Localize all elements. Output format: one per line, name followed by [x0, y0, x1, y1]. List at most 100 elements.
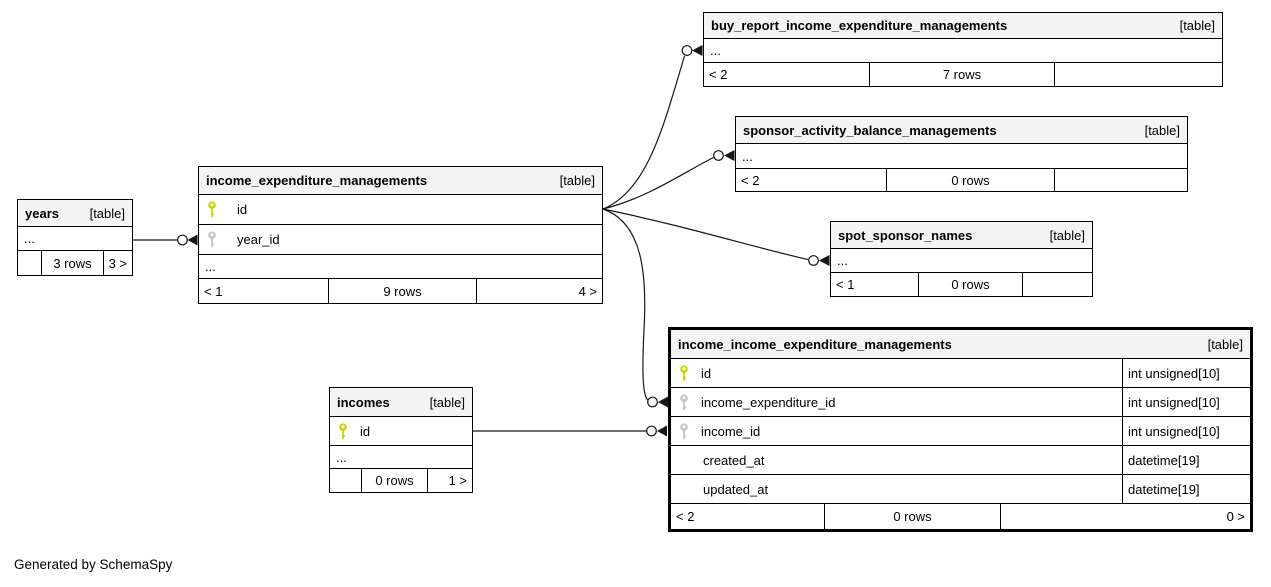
table-node-sponsor-activity-balance-managements[interactable]: sponsor_activity_balance_managements [ta…	[735, 116, 1188, 192]
column-name: updated_at	[703, 481, 769, 497]
footer-children	[1054, 169, 1187, 191]
column-name: ...	[336, 449, 347, 465]
column-name: income_expenditure_id	[701, 394, 836, 410]
footer-rowcount: 0 rows	[886, 169, 1054, 191]
column-row-ellipsis: ...	[330, 446, 472, 469]
footer-rowcount: 0 rows	[918, 273, 1022, 296]
footer-rowcount: 9 rows	[328, 279, 476, 303]
footer-children	[1054, 63, 1222, 86]
footer-parents: < 2	[676, 509, 695, 524]
table-footer: 0 rows 1 >	[330, 469, 472, 492]
column-row-ellipsis: ...	[704, 39, 1222, 63]
fk-iem-to-buy-report	[602, 45, 703, 210]
table-name: buy_report_income_expenditure_management…	[711, 18, 1008, 33]
generated-by-note: Generated by SchemaSpy	[14, 557, 173, 572]
column-name: ...	[710, 43, 721, 58]
column-row-income-expenditure-id: income_expenditure_id int unsigned[10]	[671, 388, 1250, 417]
footer-children: 0 >	[1000, 504, 1250, 529]
column-name: ...	[837, 253, 848, 268]
table-name: sponsor_activity_balance_managements	[743, 122, 997, 138]
footer-parents: < 2	[741, 172, 760, 188]
table-header: years [table]	[18, 200, 132, 227]
table-tag: [table]	[89, 205, 125, 221]
table-tag: [table]	[1144, 122, 1180, 138]
footer-rowcount: 3 rows	[41, 251, 103, 275]
column-row-ellipsis: ...	[18, 227, 132, 251]
footer-children	[1022, 273, 1092, 296]
table-name: spot_sponsor_names	[838, 227, 973, 243]
table-name: incomes	[337, 394, 390, 410]
table-tag: [table]	[1179, 18, 1215, 33]
fk-years-to-income-expenditure-managements	[133, 234, 198, 246]
column-type: int unsigned[10]	[1122, 388, 1244, 416]
primary-key-icon	[338, 422, 348, 440]
table-footer: < 2 7 rows	[704, 63, 1222, 86]
column-type: datetime[19]	[1122, 475, 1244, 503]
foreign-key-icon	[207, 231, 217, 248]
column-name: year_id	[237, 232, 280, 247]
fk-iem-to-spot-sponsor-names	[602, 208, 830, 266]
column-name: id	[701, 365, 712, 381]
footer-parents: < 1	[836, 277, 855, 292]
table-tag: [table]	[1049, 227, 1085, 243]
table-header: income_expenditure_managements [table]	[199, 167, 602, 195]
table-footer: < 2 0 rows 0 >	[671, 504, 1250, 529]
column-name: created_at	[703, 452, 765, 468]
footer-rowcount: 0 rows	[361, 469, 427, 492]
table-node-income-income-expenditure-managements[interactable]: income_income_expenditure_managements [t…	[668, 327, 1253, 532]
footer-parents	[18, 251, 41, 275]
column-row-id: id	[199, 195, 602, 225]
table-header: sponsor_activity_balance_managements [ta…	[736, 117, 1187, 144]
table-node-income-expenditure-managements[interactable]: income_expenditure_managements [table] i…	[198, 166, 603, 304]
fk-iem-to-sponsor-activity	[602, 150, 735, 210]
table-tag: [table]	[559, 173, 595, 188]
column-row-ellipsis: ...	[736, 144, 1187, 169]
footer-rowcount: 0 rows	[824, 504, 1000, 529]
primary-key-icon	[679, 364, 689, 382]
column-name: id	[360, 423, 371, 439]
column-name: income_id	[701, 423, 761, 439]
column-name: ...	[205, 259, 216, 274]
footer-children: 3 >	[103, 251, 132, 275]
footer-parents	[330, 469, 361, 492]
table-node-years[interactable]: years [table] ... 3 rows 3 >	[17, 199, 133, 276]
column-row-updated-at: updated_at datetime[19]	[671, 475, 1250, 504]
table-node-buy-report-income-expenditure-managements[interactable]: buy_report_income_expenditure_management…	[703, 12, 1223, 87]
table-name: income_income_expenditure_managements	[678, 336, 952, 352]
column-type: datetime[19]	[1122, 446, 1244, 474]
column-type: int unsigned[10]	[1122, 359, 1244, 387]
column-row-income-id: income_id int unsigned[10]	[671, 417, 1250, 446]
fk-iem-to-iiem	[602, 208, 668, 408]
table-header: buy_report_income_expenditure_management…	[704, 13, 1222, 39]
column-row-ellipsis: ...	[831, 249, 1092, 273]
table-footer: < 2 0 rows	[736, 169, 1187, 191]
column-row-ellipsis: ...	[199, 255, 602, 279]
table-tag: [table]	[429, 394, 465, 410]
table-header: income_income_expenditure_managements [t…	[671, 330, 1250, 359]
table-name: years	[25, 205, 59, 221]
column-name: ...	[24, 231, 35, 246]
primary-key-icon	[207, 201, 217, 218]
column-type: int unsigned[10]	[1122, 417, 1244, 445]
table-footer: 3 rows 3 >	[18, 251, 132, 275]
foreign-key-icon	[679, 422, 689, 440]
foreign-key-icon	[679, 393, 689, 411]
table-node-spot-sponsor-names[interactable]: spot_sponsor_names [table] ... < 1 0 row…	[830, 221, 1093, 297]
table-tag: [table]	[1207, 336, 1243, 352]
table-footer: < 1 9 rows 4 >	[199, 279, 602, 303]
footer-parents: < 1	[204, 283, 223, 299]
column-row-created-at: created_at datetime[19]	[671, 446, 1250, 475]
table-node-incomes[interactable]: incomes [table] id ... 0 rows 1 >	[329, 387, 473, 493]
footer-children: 1 >	[427, 469, 472, 492]
column-row-id: id int unsigned[10]	[671, 359, 1250, 388]
table-name: income_expenditure_managements	[206, 173, 428, 188]
column-row-year-id: year_id	[199, 225, 602, 255]
table-header: spot_sponsor_names [table]	[831, 222, 1092, 249]
footer-rowcount: 7 rows	[869, 63, 1054, 86]
footer-parents: < 2	[709, 67, 728, 82]
table-footer: < 1 0 rows	[831, 273, 1092, 296]
fk-incomes-to-iiem	[473, 425, 667, 437]
footer-children: 4 >	[476, 279, 602, 303]
column-name: id	[237, 202, 248, 217]
